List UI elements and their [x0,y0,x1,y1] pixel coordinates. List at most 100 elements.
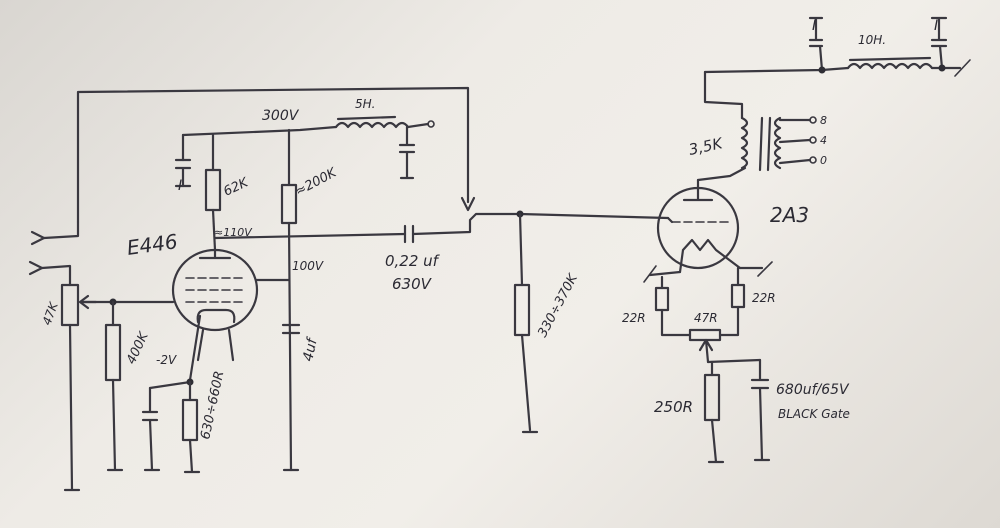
label-62k: 62K [221,175,251,200]
pot-47r [688,328,722,342]
rk1-to-ground [183,438,201,474]
choke-5h [334,121,410,129]
otx-taps [778,118,812,165]
hum-pot-wires [660,305,740,337]
resistor-cathode-e446 [181,398,199,442]
psu-filter-cap [398,125,416,180]
label-cap-022uf: 0,22 uf [385,252,441,270]
grid2-to-tube [666,216,674,224]
label-cap-symbol-c: I [934,18,938,34]
resistor-22r-right [730,283,746,309]
rg2-lead [518,212,524,287]
coupling-wire-2 [411,212,670,236]
resistor-250r [703,373,721,422]
cathode-bus [148,380,192,390]
label-tap-8: 8 [820,114,827,127]
tap-8-terminal [809,116,817,124]
ht-cap-left [808,16,824,72]
otx-core [758,116,772,172]
label-300v: 300V [262,108,300,124]
label-250r: 250R [654,398,693,416]
r200k-lead-bottom [287,221,293,472]
e446-cathode-wire [188,314,202,382]
rk2-to-ground [707,418,725,464]
label-choke-10h: 10H. [858,33,886,47]
resistor-400k [104,323,122,382]
psu-right-wire [406,122,430,129]
choke-10h-core [848,56,932,62]
r400k-to-ground [106,378,124,472]
otx-secondary [773,116,782,170]
input-arrow-upper [30,230,46,246]
resistor-62k [204,168,222,212]
label-22r-right: 22R [752,291,776,305]
label-choke-5h: 5H. [355,97,375,111]
junction-ht-left [818,66,826,74]
label-110v: ≈110V [214,226,253,239]
label-cap-680uf: 680uf/65V [776,382,850,398]
feedback-arrow-head [460,196,476,212]
label-tube-e446: E446 [125,229,179,260]
2a3-filament [678,238,742,274]
label-cap-4uf: 4uf [300,335,321,363]
label-pot-47r: 47R [694,311,718,325]
resistor-grid-2a3 [513,283,531,337]
pot-to-ground [63,323,81,492]
input-wire-lower [40,264,72,287]
feedback-wire [76,86,470,224]
pot-47k [60,283,80,327]
anode-to-otx [696,166,747,182]
label-tube-2a3: 2A3 [770,203,809,227]
pot-wiper [78,294,98,310]
label-630v: 630V [392,275,433,293]
e446-grids [185,277,243,303]
psu-terminal [427,120,435,128]
resistor-200k [280,183,298,225]
cap-4uf [281,323,301,335]
e446-heater [196,328,235,362]
coupling-cap-022 [403,224,415,244]
label-22r-left: 22R [622,311,646,325]
cap-680uf [750,358,771,462]
fil-left-wire [648,270,682,277]
fil-left-terminal [643,265,657,283]
2a3-anode [682,178,714,202]
label-100v: 100V [292,259,324,273]
ht-cap-right [930,16,948,70]
input-arrow-lower [28,260,44,276]
cathode2-bus [706,358,762,364]
label-tap-4: 4 [820,134,827,147]
label-400k: 400K [124,329,152,367]
hum-pot-wiper [698,338,714,364]
bplus-decoupling-cap [174,158,192,188]
choke-10h [846,62,934,70]
rg2-to-ground [520,333,539,434]
ht-terminal [954,59,971,77]
e446-cathode [196,308,236,324]
b-plus-rail [181,125,338,137]
label-tap-0: 0 [820,154,827,167]
label-pot-47k: 47K [40,299,61,327]
otx-primary [740,116,749,170]
label-rg-2a3: 330÷370K [535,271,581,340]
otx-feed [703,70,744,120]
label-bias-2v: -2V [156,353,177,367]
junction-ht-right [938,64,946,72]
label-200k: ≈200K [293,165,340,200]
tap-4-terminal [809,136,817,144]
input-wire-upper [42,220,80,240]
label-cap-symbol-a: I [178,178,182,194]
coupling-wire [213,232,407,240]
fil-right-terminal [757,261,773,277]
label-rk-e446: 630÷660R [198,370,227,441]
resistor-22r-left [654,286,670,312]
label-otx-3k5: 3,5K [687,134,725,159]
cathode-bypass-cap [141,386,161,472]
e446-anode [198,248,232,260]
choke-5h-core [336,115,397,121]
label-black-gate: BLACK Gate [778,407,850,421]
tap-0-terminal [809,156,817,164]
label-cap-symbol-b: I [812,18,816,34]
